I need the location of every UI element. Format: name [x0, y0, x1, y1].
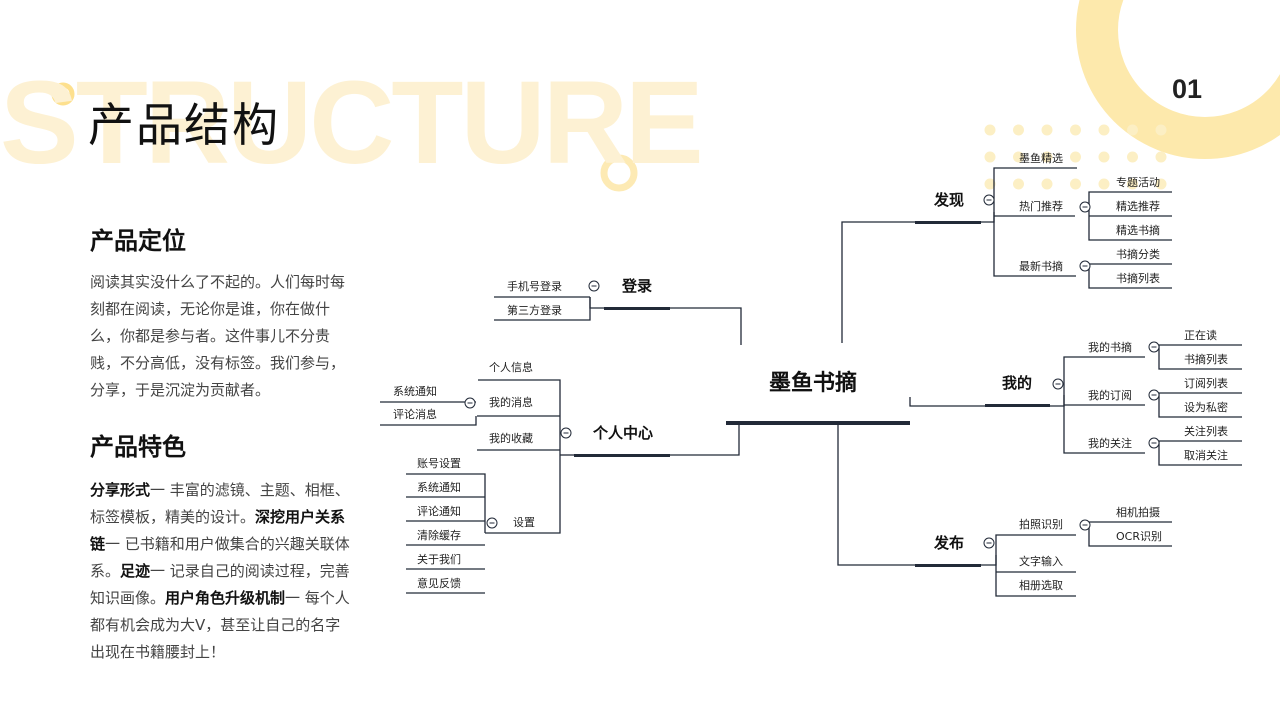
deco-dot — [1041, 178, 1053, 190]
node-excerpt-list: 书摘列表 — [1116, 272, 1160, 285]
node-featured-recommend: 精选推荐 — [1116, 200, 1160, 213]
deco-dot — [1070, 124, 1081, 136]
node-my-favorites: 我的收藏 — [489, 432, 533, 445]
node-photo-recognize: 拍照识别 — [1019, 518, 1063, 531]
deco-dot — [1013, 124, 1024, 136]
deco-dot — [1127, 151, 1138, 163]
node-mine: 我的 — [1002, 374, 1033, 392]
node-follow-list: 关注列表 — [1184, 425, 1228, 438]
node-latest-excerpts: 最新书摘 — [1019, 260, 1063, 273]
node-special-events: 专题活动 — [1116, 176, 1160, 189]
node-third-party-login: 第三方登录 — [507, 304, 562, 317]
page-number: 01 — [1172, 74, 1203, 104]
node-publish: 发布 — [934, 534, 965, 552]
section1-heading: 产品定位 — [90, 227, 186, 255]
mid-ring — [600, 154, 638, 192]
background-word: STRUCTURE — [0, 57, 704, 189]
feature-1-title: 分享形式 — [90, 481, 151, 499]
deco-dot — [1098, 124, 1110, 136]
node-about-us: 关于我们 — [417, 553, 461, 566]
node-my-subscriptions: 我的订阅 — [1088, 389, 1132, 402]
dot-grid — [984, 124, 1167, 190]
section1-text: 阅读其实没什么了不起的。人们每时每刻都在阅读，无论你是谁，你在做什么，你都是参与… — [90, 273, 346, 399]
top-right-ring — [1076, 0, 1280, 159]
deco-dot — [1155, 178, 1167, 190]
page-title: 产品结构 — [88, 98, 280, 152]
node-personal-center: 个人中心 — [593, 424, 654, 442]
deco-dot — [1013, 178, 1024, 190]
node-hot-recommend: 热门推荐 — [1019, 200, 1063, 213]
feature-3-text: 一 记录自己的阅读过程，完善知识画像。 — [90, 562, 350, 607]
deco-dot — [1127, 124, 1138, 136]
section2-heading: 产品特色 — [90, 433, 186, 461]
node-reading-now: 正在读 — [1184, 329, 1217, 342]
node-login: 登录 — [622, 277, 653, 295]
node-set-private: 设为私密 — [1184, 401, 1228, 414]
feature-1-text: 一 丰富的滤镜、主题、相框、标签模板，精美的设计。 — [90, 481, 350, 526]
deco-dot — [1155, 151, 1167, 163]
feature-3-title: 足迹 — [120, 562, 151, 580]
node-my-follows: 我的关注 — [1088, 437, 1132, 450]
deco-dot — [1098, 178, 1110, 190]
node-system-notice: 系统通知 — [393, 385, 437, 398]
feature-4-title: 用户角色升级机制 — [165, 589, 286, 607]
deco-dot — [1098, 151, 1110, 163]
node-discover: 发现 — [934, 191, 965, 209]
deco-dot — [1070, 178, 1081, 190]
node-unfollow: 取消关注 — [1184, 449, 1228, 462]
node-subscription-list: 订阅列表 — [1184, 377, 1228, 390]
deco-dot — [984, 151, 996, 163]
section2-text: 分享形式一 丰富的滤镜、主题、相框、标签模板，精美的设计。深挖用户关系链一 已书… — [90, 477, 354, 666]
deco-dot — [1041, 151, 1053, 163]
node-my-excerpts: 我的书摘 — [1088, 341, 1132, 354]
node-album-select: 相册选取 — [1019, 579, 1063, 592]
deco-dot — [1127, 178, 1138, 190]
node-settings: 设置 — [513, 516, 535, 529]
node-ocr: OCR识别 — [1116, 530, 1162, 543]
feature-2-text: 一 已书籍和用户做集合的兴趣关联体系。 — [90, 535, 350, 580]
node-mine-excerpt-list: 书摘列表 — [1184, 353, 1228, 366]
deco-dot — [1070, 151, 1081, 163]
node-account-settings: 账号设置 — [417, 457, 461, 470]
mindmap-root: 墨鱼书摘 — [769, 371, 858, 396]
deco-dot — [1041, 124, 1053, 136]
node-moyu-picks: 墨鱼精选 — [1019, 152, 1063, 165]
node-clear-cache: 清除缓存 — [417, 529, 461, 542]
small-ring — [51, 82, 75, 106]
deco-dot — [1013, 151, 1024, 163]
node-featured-excerpts: 精选书摘 — [1116, 224, 1160, 237]
deco-dot — [984, 178, 996, 190]
node-settings-system-notice: 系统通知 — [417, 481, 461, 494]
node-my-messages: 我的消息 — [489, 396, 533, 409]
node-text-input: 文字输入 — [1019, 555, 1063, 568]
node-phone-login: 手机号登录 — [507, 280, 562, 293]
deco-dot — [1155, 124, 1167, 136]
feature-4-text: 一 每个人都有机会成为大V，甚至让自己的名字出现在书籍腰封上！ — [90, 589, 350, 661]
deco-dot — [984, 124, 996, 136]
node-feedback: 意见反馈 — [417, 577, 461, 590]
node-personal-info: 个人信息 — [489, 361, 533, 374]
node-comment-messages: 评论消息 — [393, 408, 437, 421]
feature-2-title: 深挖用户关系链 — [90, 508, 346, 553]
node-excerpt-categories: 书摘分类 — [1116, 248, 1160, 261]
node-comment-notice: 评论通知 — [417, 505, 461, 518]
node-camera-capture: 相机拍摄 — [1116, 506, 1160, 519]
